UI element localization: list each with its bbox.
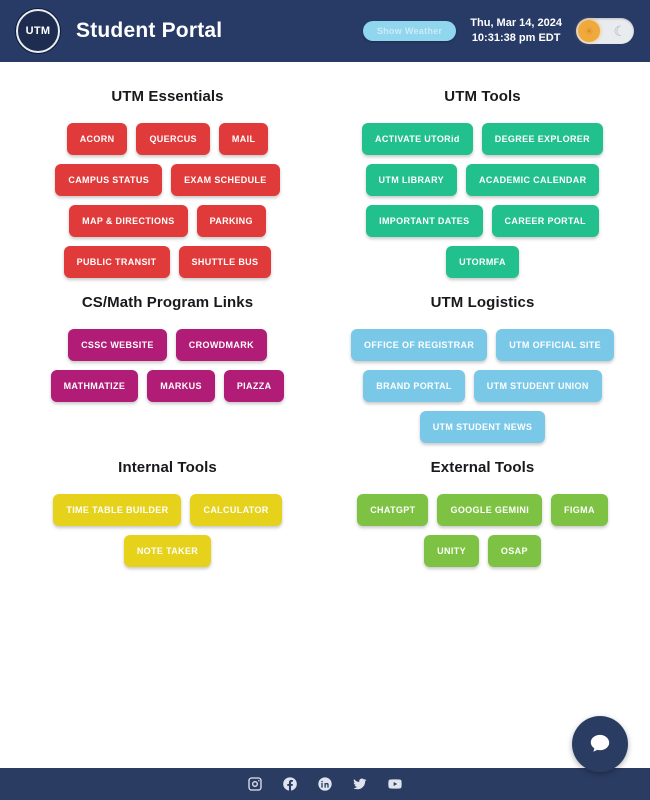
link-button-osap[interactable]: OSAP (487, 535, 541, 567)
link-button-campus-status[interactable]: CAMPUS STATUS (55, 164, 163, 196)
youtube-icon[interactable] (387, 776, 404, 793)
link-button-piazza[interactable]: PIAZZA (223, 370, 285, 402)
link-group: CSSC WEBSITE CROWDMARK MATHMATIZE MARKUS… (24, 329, 311, 402)
link-button-quercus[interactable]: QUERCUS (136, 123, 210, 155)
app-header: UTM Student Portal Show Weather Thu, Mar… (0, 0, 650, 62)
link-button-exam-schedule[interactable]: EXAM SCHEDULE (171, 164, 280, 196)
link-button-figma[interactable]: FIGMA (551, 494, 608, 526)
link-button-map-directions[interactable]: MAP & DIRECTIONS (69, 205, 188, 237)
link-button-parking[interactable]: PARKING (196, 205, 266, 237)
link-button-note-taker[interactable]: NOTE TAKER (123, 535, 212, 567)
link-group: CHATGPT GOOGLE GEMINI FIGMA UNITY OSAP (339, 494, 626, 567)
page-title: Student Portal (76, 19, 223, 42)
link-button-degree-explorer[interactable]: DEGREE EXPLORER (481, 123, 604, 155)
section-utm-essentials: UTM Essentials ACORN QUERCUS MAIL CAMPUS… (10, 84, 325, 288)
link-button-utm-student-news[interactable]: UTM STUDENT NEWS (419, 411, 546, 443)
link-button-utm-student-union[interactable]: UTM STUDENT UNION (473, 370, 602, 402)
section-external-tools: External Tools CHATGPT GOOGLE GEMINI FIG… (325, 455, 640, 577)
link-button-utm-library[interactable]: UTM LIBRARY (365, 164, 458, 196)
section-utm-logistics: UTM Logistics OFFICE OF REGISTRAR UTM OF… (325, 290, 640, 453)
section-internal-tools: Internal Tools TIME TABLE BUILDER CALCUL… (10, 455, 325, 577)
facebook-icon[interactable] (282, 776, 299, 793)
link-group: TIME TABLE BUILDER CALCULATOR NOTE TAKER (24, 494, 311, 567)
current-date: Thu, Mar 14, 2024 (470, 17, 562, 30)
linkedin-icon[interactable] (317, 776, 334, 793)
section-utm-tools: UTM Tools ACTIVATE UTORid DEGREE EXPLORE… (325, 84, 640, 288)
section-title: Internal Tools (118, 459, 217, 476)
section-cs-math-program-links: CS/Math Program Links CSSC WEBSITE CROWD… (10, 290, 325, 453)
sun-icon: ☀ (578, 20, 600, 42)
moon-icon: ☾ (613, 23, 626, 39)
app-footer (0, 768, 650, 800)
datetime-display: Thu, Mar 14, 2024 10:31:38 pm EDT (470, 16, 562, 46)
current-time: 10:31:38 pm EDT (471, 32, 561, 44)
show-weather-button[interactable]: Show Weather (362, 21, 457, 41)
section-title: CS/Math Program Links (81, 294, 254, 311)
link-button-mail[interactable]: MAIL (218, 123, 269, 155)
header-actions: Show Weather Thu, Mar 14, 2024 10:31:38 … (362, 16, 634, 46)
link-button-acorn[interactable]: ACORN (66, 123, 128, 155)
link-button-time-table-builder[interactable]: TIME TABLE BUILDER (53, 494, 182, 526)
link-button-academic-calendar[interactable]: ACADEMIC CALENDAR (466, 164, 600, 196)
utm-logo: UTM (16, 9, 60, 53)
utm-logo-text: UTM (25, 25, 51, 37)
link-button-career-portal[interactable]: CAREER PORTAL (491, 205, 599, 237)
link-button-shuttle-bus[interactable]: SHUTTLE BUS (178, 246, 272, 278)
link-group: ACORN QUERCUS MAIL CAMPUS STATUS EXAM SC… (24, 123, 311, 278)
link-button-google-gemini[interactable]: GOOGLE GEMINI (437, 494, 543, 526)
link-button-markus[interactable]: MARKUS (147, 370, 215, 402)
link-button-cssc-website[interactable]: CSSC WEBSITE (68, 329, 167, 361)
link-button-office-of-registrar[interactable]: OFFICE OF REGISTRAR (351, 329, 488, 361)
link-group: OFFICE OF REGISTRAR UTM OFFICIAL SITE BR… (339, 329, 626, 443)
portal-sections: UTM Essentials ACORN QUERCUS MAIL CAMPUS… (0, 62, 650, 577)
instagram-icon[interactable] (247, 776, 264, 793)
link-button-utormfa[interactable]: UTORMFA (446, 246, 519, 278)
chat-bubble-icon (590, 734, 610, 752)
link-button-activate-utorid[interactable]: ACTIVATE UTORid (361, 123, 473, 155)
link-button-brand-portal[interactable]: BRAND PORTAL (363, 370, 465, 402)
link-group: ACTIVATE UTORid DEGREE EXPLORER UTM LIBR… (339, 123, 626, 278)
link-button-public-transit[interactable]: PUBLIC TRANSIT (63, 246, 170, 278)
section-title: UTM Logistics (430, 294, 535, 311)
link-button-utm-official-site[interactable]: UTM OFFICIAL SITE (496, 329, 614, 361)
chat-button[interactable] (572, 716, 628, 772)
link-button-chatgpt[interactable]: CHATGPT (357, 494, 429, 526)
link-button-calculator[interactable]: CALCULATOR (190, 494, 282, 526)
section-title: External Tools (430, 459, 535, 476)
link-button-crowdmark[interactable]: CROWDMARK (175, 329, 267, 361)
theme-toggle[interactable]: ☀ ☾ (576, 18, 634, 44)
link-button-mathmatize[interactable]: MATHMATIZE (50, 370, 139, 402)
section-title: UTM Tools (444, 88, 521, 105)
section-title: UTM Essentials (111, 88, 224, 105)
link-button-unity[interactable]: UNITY (424, 535, 479, 567)
twitter-x-icon[interactable] (352, 776, 369, 793)
link-button-important-dates[interactable]: IMPORTANT DATES (366, 205, 483, 237)
